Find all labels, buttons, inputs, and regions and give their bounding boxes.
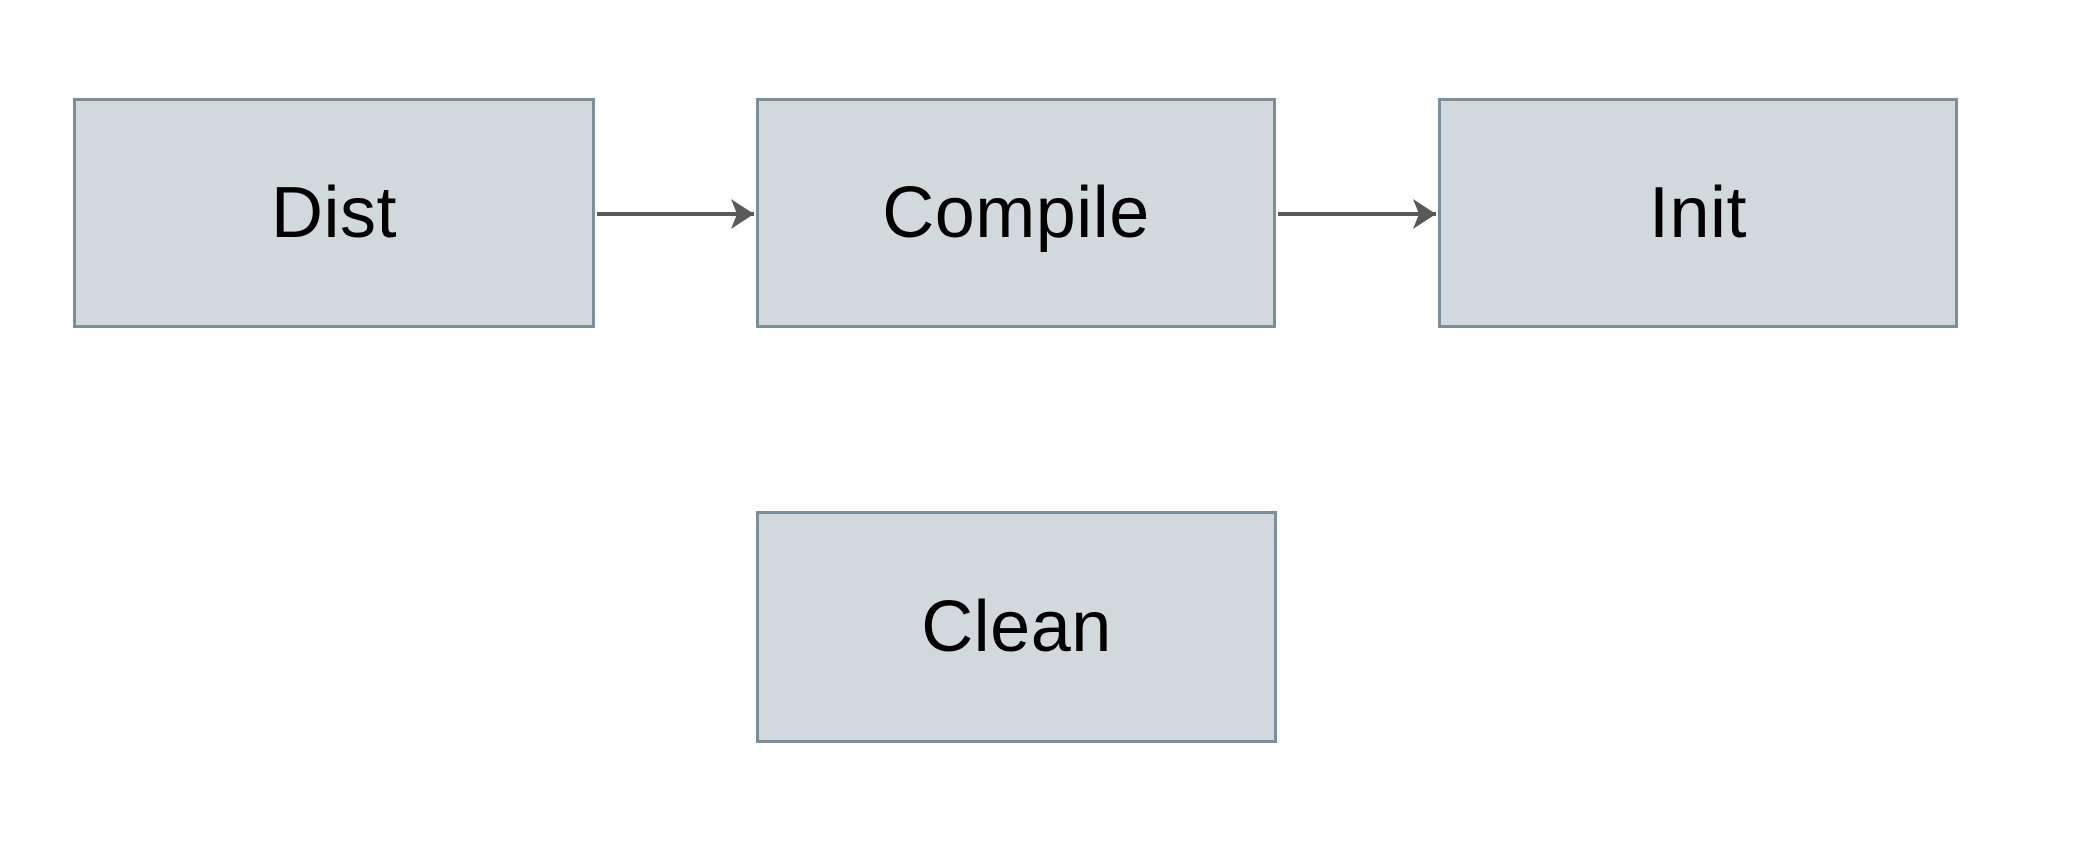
node-compile[interactable]: Compile xyxy=(756,98,1276,328)
node-dist-label: Dist xyxy=(271,173,397,253)
node-init-label: Init xyxy=(1648,173,1748,253)
node-compile-label: Compile xyxy=(882,173,1150,253)
node-clean-label: Clean xyxy=(921,587,1112,667)
node-init[interactable]: Init xyxy=(1438,98,1958,328)
node-dist[interactable]: Dist xyxy=(73,98,595,328)
node-clean[interactable]: Clean xyxy=(756,511,1277,743)
